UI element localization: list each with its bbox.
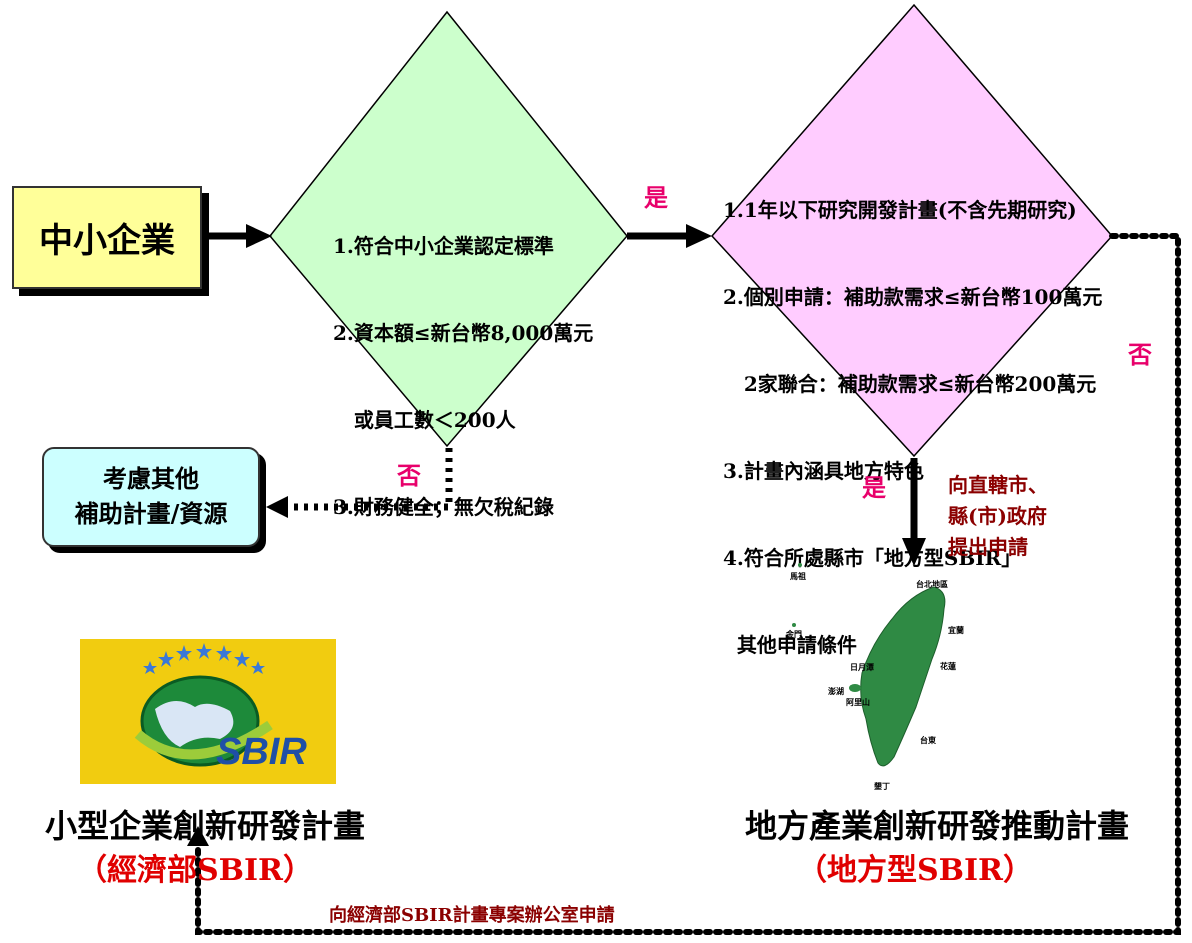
globe-icon: SBIR	[134, 643, 307, 773]
yes-label-down: 是	[862, 473, 886, 502]
criteria-line: 2.個別申請：補助款需求≤新台幣100萬元	[723, 285, 1103, 309]
arrowhead-other	[266, 496, 288, 518]
map-label: 阿里山	[846, 697, 870, 707]
apply-local-note: 向直轄市、 縣(市)政府 提出申請	[948, 470, 1048, 563]
map-label: 墾丁	[874, 781, 890, 791]
apply-local-line: 提出申請	[948, 535, 1028, 559]
map-label: 馬祖	[790, 571, 806, 581]
criteria-line: 其他申請條件	[723, 633, 857, 657]
national-sbir-subtitle: （經濟部SBIR）	[77, 853, 313, 888]
other-resources-line: 考慮其他	[102, 464, 199, 494]
apply-local-line: 向直轄市、	[948, 473, 1048, 497]
arrowhead-diamond2	[686, 224, 712, 248]
sme-start-box: 中小企業	[12, 186, 202, 289]
yes-label-top: 是	[644, 183, 668, 212]
project-criteria-diamond	[710, 3, 1113, 458]
apply-local-line: 縣(市)政府	[948, 504, 1047, 528]
map-label: 金門	[786, 629, 802, 639]
apply-moea-note: 向經濟部SBIR計畫專案辦公室申請	[329, 905, 615, 926]
criteria-line: 1.1年以下研究開發計畫(不含先期研究)	[723, 198, 1077, 222]
map-label: 日月潭	[850, 662, 874, 672]
other-resources-box: 考慮其他 補助計畫/資源	[42, 447, 260, 547]
project-criteria: 1.1年以下研究開發計畫(不含先期研究) 2.個別申請：補助款需求≤新台幣100…	[723, 138, 1102, 689]
eligibility-line: 1.符合中小企業認定標準	[333, 234, 554, 258]
taiwan-map: 馬祖 金門 台北地區 日月潭 花蓮 澎湖 台東 墾丁 阿里山 宜蘭	[776, 557, 991, 791]
other-resources-line: 補助計畫/資源	[74, 499, 228, 528]
map-label: 台東	[920, 735, 936, 745]
dotted-connector-no-right	[195, 233, 1181, 935]
criteria-line: 2家聯合：補助款需求≤新台幣200萬元	[723, 372, 1097, 396]
local-sbir-subtitle: （地方型SBIR）	[797, 853, 1033, 888]
criteria-line: 4.符合所處縣市「地方型SBIR」	[723, 546, 1022, 570]
eligibility-line: 2.資本額≤新台幣8,000萬元	[333, 321, 594, 345]
eligibility-line: 3.財務健全；無欠稅紀錄	[333, 495, 554, 519]
sme-start-label: 中小企業	[39, 221, 175, 261]
sbir-logo: SBIR	[80, 639, 336, 784]
map-label: 澎湖	[828, 686, 844, 696]
arrowhead-national	[187, 826, 209, 846]
local-sbir-title: 地方產業創新研發推動計畫	[745, 807, 1130, 845]
eligibility-criteria: 1.符合中小企業認定標準 2.資本額≤新台幣8,000萬元 或員工數＜200人 …	[333, 174, 593, 551]
taiwan-island-icon	[792, 563, 946, 767]
eligibility-line: 或員工數＜200人	[333, 408, 516, 432]
arrowhead-diamond1	[246, 224, 272, 248]
no-label-right: 否	[1128, 340, 1152, 369]
map-label: 花蓮	[940, 661, 956, 671]
arrowhead-local	[902, 538, 926, 566]
map-label: 台北地區	[916, 579, 948, 589]
sbir-logo-text: SBIR	[216, 731, 307, 773]
eligibility-diamond	[269, 10, 628, 448]
map-label: 宜蘭	[948, 625, 964, 635]
national-sbir-title: 小型企業創新研發計畫	[44, 807, 365, 845]
criteria-line: 3.計畫內涵具地方特色	[723, 459, 924, 483]
no-label-left: 否	[397, 461, 421, 490]
